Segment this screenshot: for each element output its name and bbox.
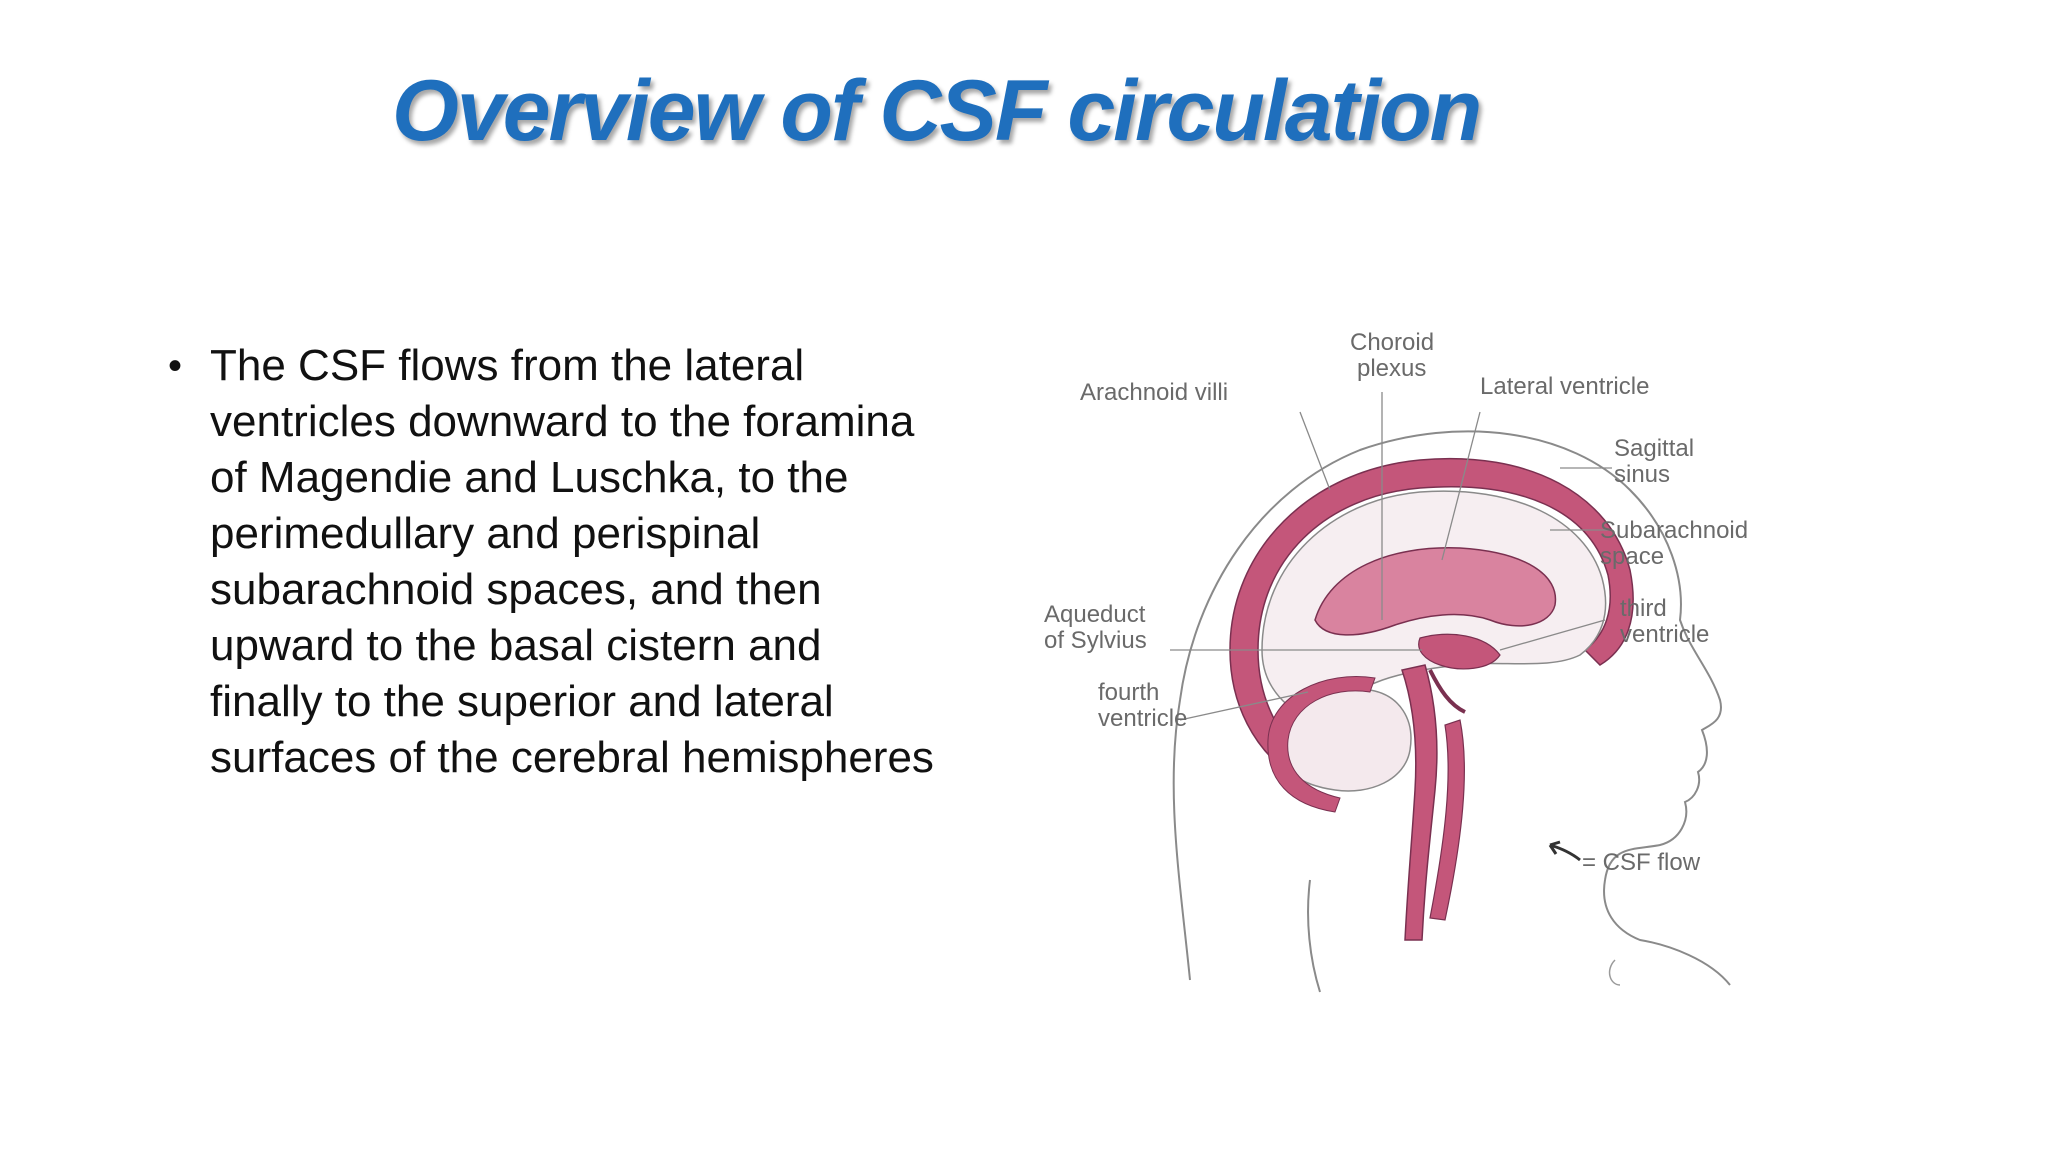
bullet-text: The CSF flows from the lateral ventricle… — [210, 338, 934, 786]
head-outline — [1172, 430, 1731, 986]
neck-outline — [1307, 879, 1321, 993]
label-lateral-ventricle: Lateral ventricle — [1480, 373, 1649, 400]
label-choroid-2: plexus — [1357, 355, 1426, 382]
bullet-dot: • — [168, 344, 183, 388]
third-ventricle — [1418, 633, 1501, 670]
label-choroid-1: Choroid — [1350, 329, 1434, 356]
bullet-line: of Magendie and Luschka, to the — [210, 453, 849, 502]
label-aqueduct-2: of Sylvius — [1044, 627, 1147, 654]
csf-flow-arrow-icon — [1548, 840, 1581, 862]
bullet-line: subarachnoid spaces, and then — [210, 565, 822, 614]
label-arachnoid-villi: Arachnoid villi — [1080, 379, 1228, 406]
label-third-1: third — [1620, 595, 1667, 622]
legend-csf-flow: = CSF flow — [1582, 849, 1701, 876]
spinal-canal-front — [1429, 719, 1465, 921]
bullet-line: The CSF flows from the lateral — [210, 341, 805, 390]
label-third-2: ventricle — [1620, 621, 1709, 648]
label-sagittal-1: Sagittal — [1614, 435, 1694, 462]
bullet-line: upward to the basal cistern and — [210, 621, 822, 670]
label-fourth-1: fourth — [1098, 679, 1159, 706]
aqueduct — [1428, 669, 1466, 714]
leader-lines — [1170, 392, 1612, 721]
bullet-line: surfaces of the cerebral hemispheres — [210, 733, 934, 782]
label-aqueduct-1: Aqueduct — [1044, 601, 1146, 628]
label-sagittal-2: sinus — [1614, 461, 1670, 488]
bullet-line: perimedullary and perispinal — [210, 509, 761, 558]
csf-circulation-diagram: Choroid plexus Arachnoid villi Lateral v… — [1030, 320, 1770, 1000]
bullet-line: ventricles downward to the foramina — [210, 397, 915, 446]
cerebellum-csf — [1267, 676, 1376, 813]
label-fourth-2: ventricle — [1098, 705, 1187, 732]
head-sagittal-illustration: Choroid plexus Arachnoid villi Lateral v… — [1044, 329, 1748, 993]
lateral-ventricle — [1314, 547, 1557, 636]
bullet-line: finally to the superior and lateral — [210, 677, 834, 726]
label-subarachnoid-2: space — [1600, 543, 1664, 570]
ear-outline — [1608, 959, 1621, 986]
brainstem — [1401, 664, 1438, 941]
slide-title: Overview of CSF circulation — [392, 63, 1482, 159]
label-subarachnoid-1: Subarachnoid — [1600, 517, 1748, 544]
